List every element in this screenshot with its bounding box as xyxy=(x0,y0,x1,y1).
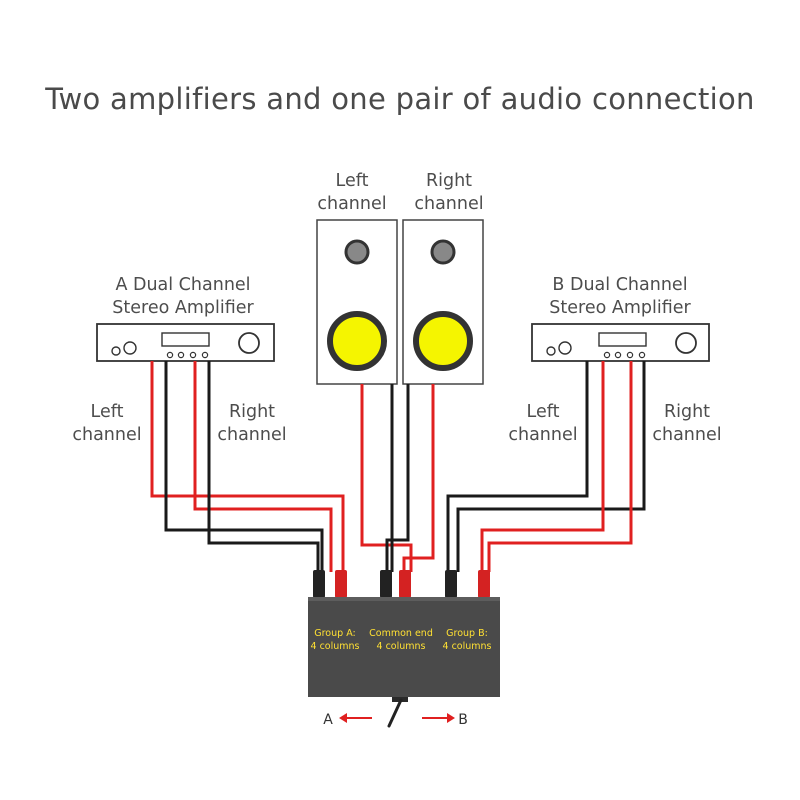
tweeter-icon xyxy=(430,239,456,265)
right-speaker xyxy=(402,219,484,385)
left-speaker-label-line2: channel xyxy=(317,194,386,214)
amplifier-a xyxy=(96,323,275,362)
speaker-red-wire xyxy=(402,384,435,572)
amplifier-a-wires xyxy=(150,361,345,572)
black-plug-icon xyxy=(380,570,392,598)
common-end-label-line1: Common end xyxy=(369,628,433,639)
group-b-label-line1: Group B: xyxy=(446,628,488,639)
black-plug-icon xyxy=(313,570,325,598)
speaker-black-wire xyxy=(385,384,410,572)
amp-b-red-wire xyxy=(487,361,633,572)
amp-b-black-wire xyxy=(456,361,646,572)
amplifier-b-wires xyxy=(446,361,646,572)
amplifier-a-label-line1: A Dual Channel xyxy=(115,275,250,295)
right-speaker-label-line2: channel xyxy=(414,194,483,214)
knob-icon xyxy=(123,341,137,355)
terminal-connectors xyxy=(313,570,490,598)
amplifier-b-label-line2: Stereo Amplifier xyxy=(549,298,691,318)
left-speaker-label-line1: Left xyxy=(336,171,369,191)
amp-a-right-channel-label-line2: channel xyxy=(217,425,286,445)
display-icon xyxy=(161,332,210,347)
amp-b-red-wire xyxy=(480,361,605,572)
amp-a-red-wire xyxy=(193,361,333,572)
woofer-icon xyxy=(413,311,473,371)
red-plug-icon xyxy=(335,570,347,598)
amplifier-b xyxy=(531,323,710,362)
knob-icon xyxy=(546,346,556,356)
arrow-a-label: A xyxy=(323,712,333,728)
amp-b-black-wire xyxy=(446,361,589,572)
amp-b-right-channel-label-line2: channel xyxy=(652,425,721,445)
group-a-label-line2: 4 columns xyxy=(311,641,360,652)
red-plug-icon xyxy=(399,570,411,598)
black-plug-icon xyxy=(445,570,457,598)
amp-a-left-channel-label-line1: Left xyxy=(91,402,124,422)
toggle-switch[interactable] xyxy=(387,697,408,728)
group-b-label-line2: 4 columns xyxy=(443,641,492,652)
knob-icon xyxy=(558,341,572,355)
speaker-wires xyxy=(360,384,435,572)
right-speaker-label-line1: Right xyxy=(426,171,472,191)
amplifier-b-label-line1: B Dual Channel xyxy=(552,275,687,295)
woofer-icon xyxy=(327,311,387,371)
amp-a-black-wire xyxy=(207,361,320,572)
knob-icon xyxy=(111,346,121,356)
amplifier-a-label-line2: Stereo Amplifier xyxy=(112,298,254,318)
volume-knob-icon xyxy=(675,332,697,354)
arrow-b-label: B xyxy=(458,712,468,728)
tweeter-icon xyxy=(344,239,370,265)
amp-a-black-wire xyxy=(164,361,324,572)
amp-b-left-channel-label-line2: channel xyxy=(508,425,577,445)
display-icon xyxy=(598,332,647,347)
direction-arrows: A B xyxy=(323,712,468,728)
amp-b-left-channel-label-line1: Left xyxy=(527,402,560,422)
left-speaker xyxy=(316,219,398,385)
amp-a-red-wire xyxy=(150,361,345,572)
volume-knob-icon xyxy=(238,332,260,354)
switch-box-body xyxy=(308,597,500,697)
amp-a-left-channel-label-line2: channel xyxy=(72,425,141,445)
switch-box: Group A: 4 columns Common end 4 columns … xyxy=(308,597,500,697)
amp-a-right-channel-label-line1: Right xyxy=(229,402,275,422)
red-plug-icon xyxy=(478,570,490,598)
switch-lever-icon[interactable] xyxy=(387,698,403,728)
common-end-label-line2: 4 columns xyxy=(377,641,426,652)
page-title: Two amplifiers and one pair of audio con… xyxy=(45,82,755,116)
amp-b-right-channel-label-line1: Right xyxy=(664,402,710,422)
group-a-label-line1: Group A: xyxy=(314,628,355,639)
